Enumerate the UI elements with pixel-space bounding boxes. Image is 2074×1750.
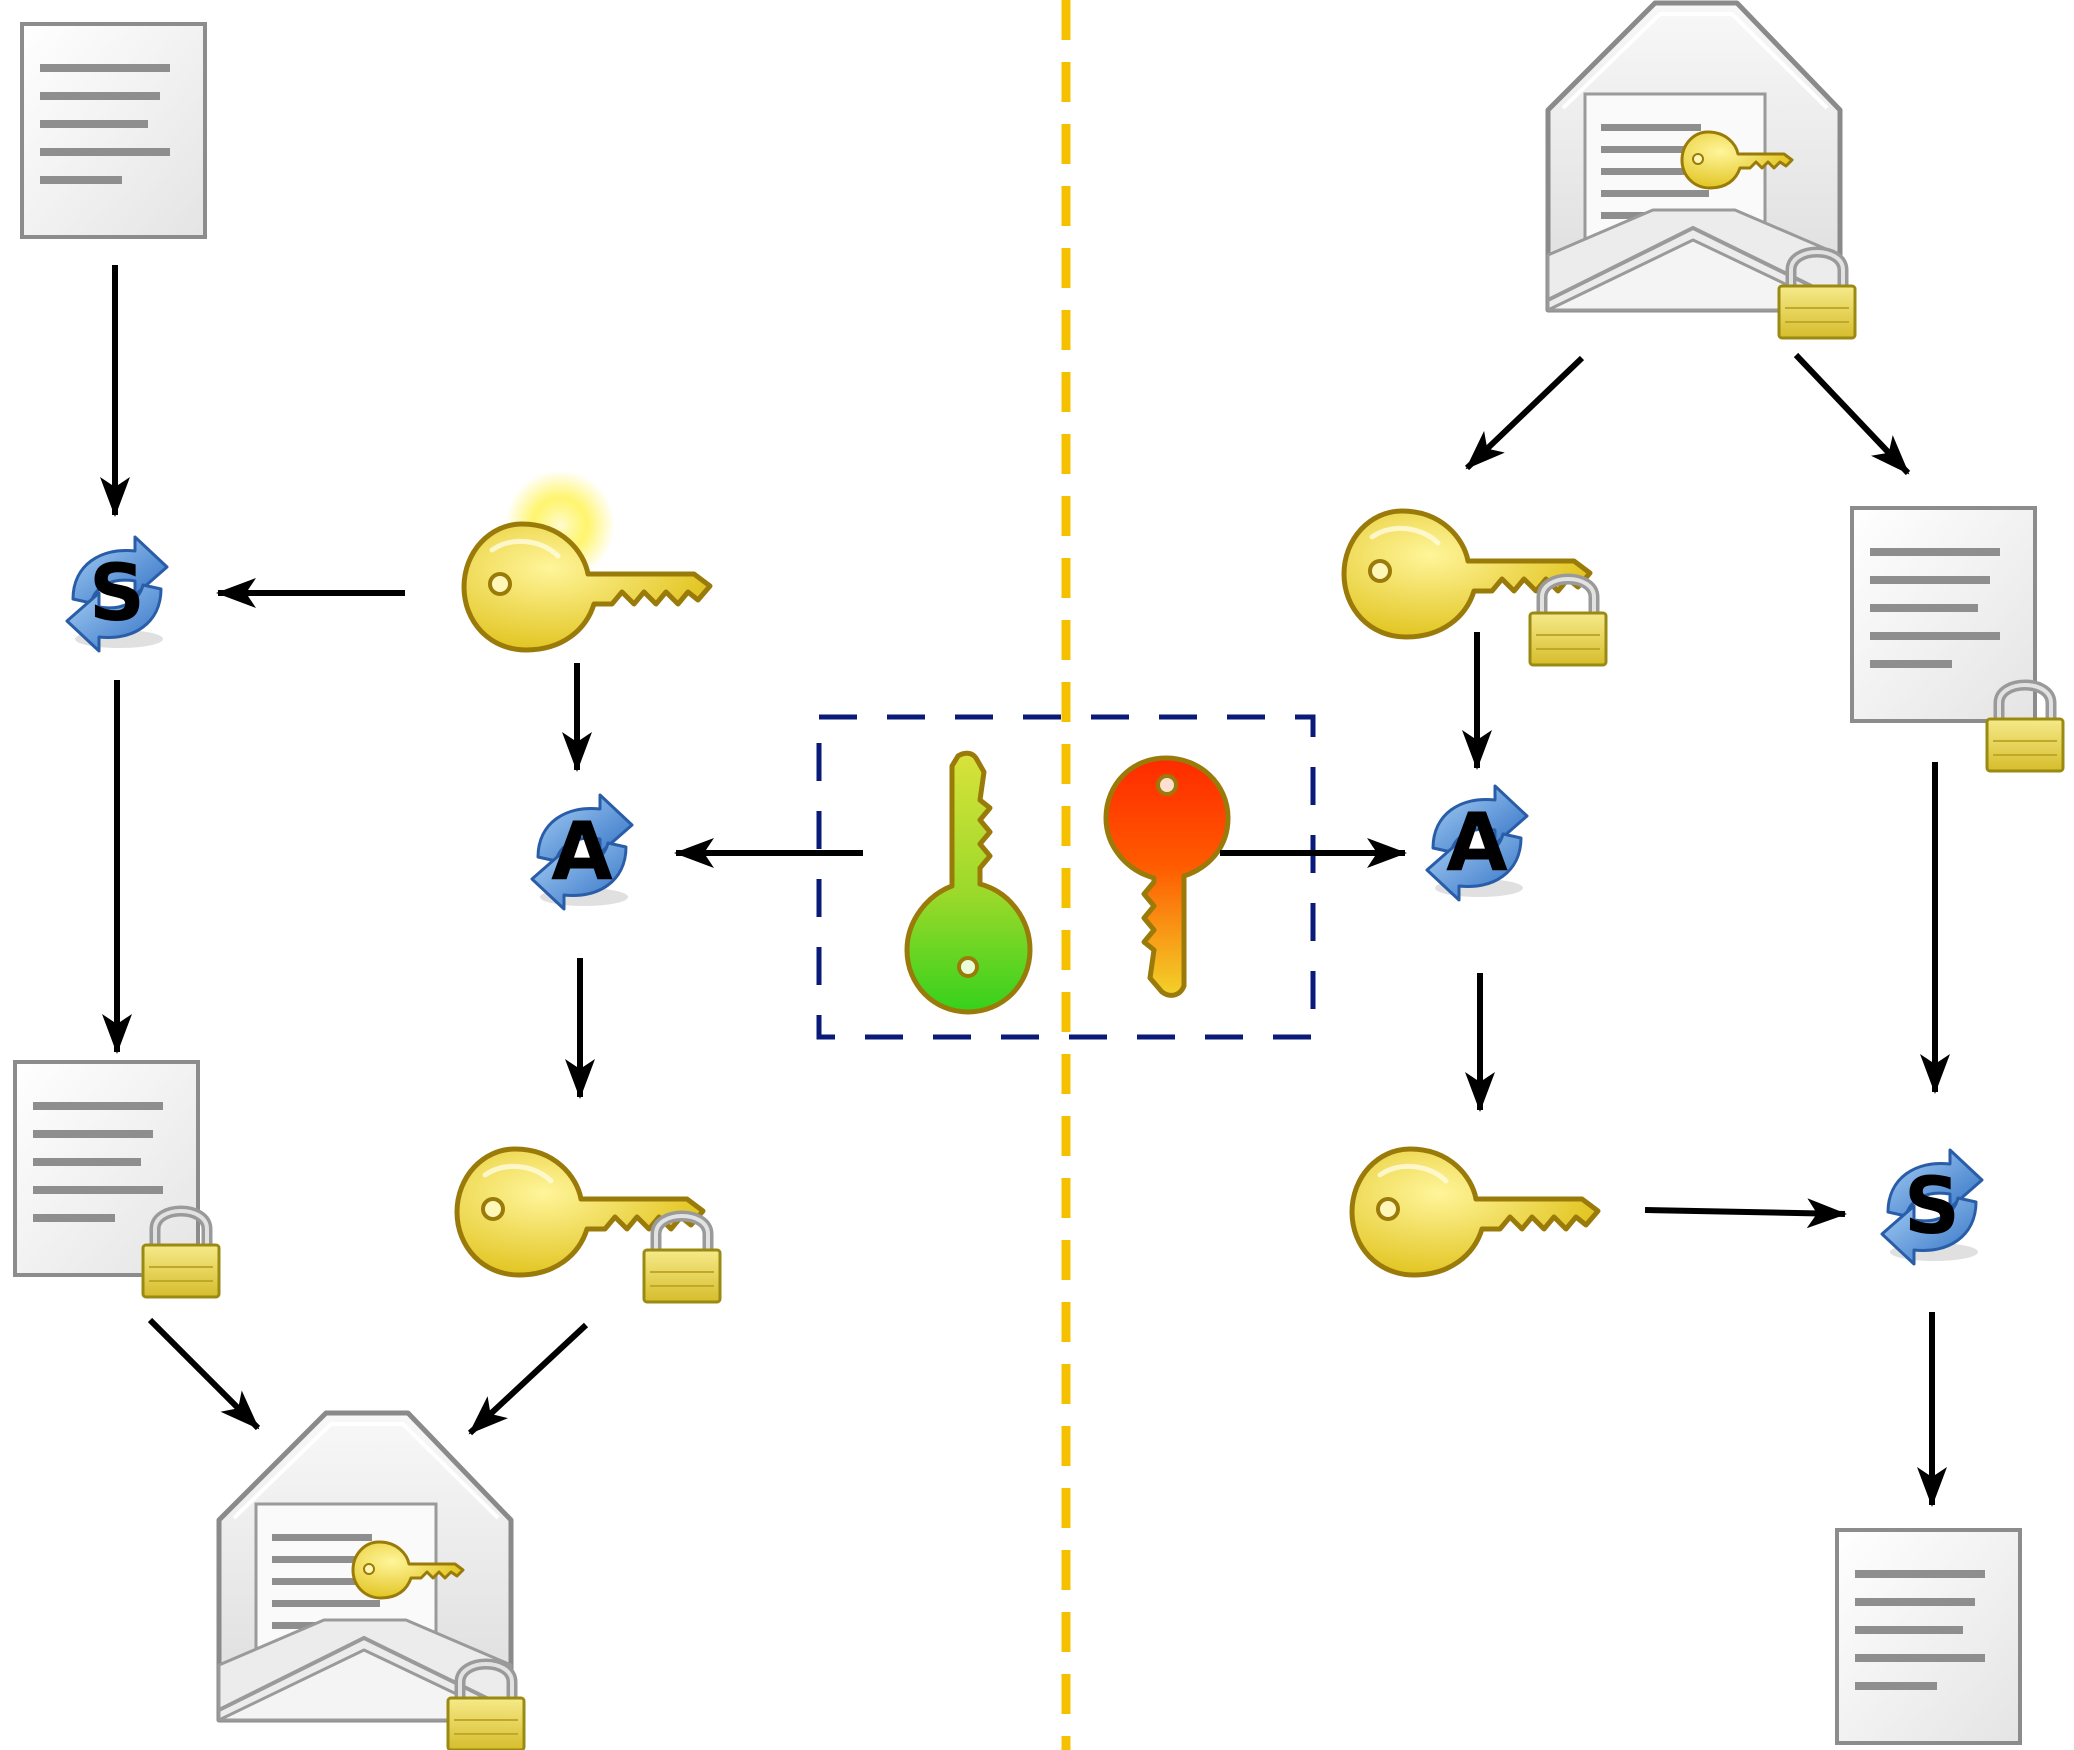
decrypted-session-key-icon [1352, 1149, 1598, 1275]
private-key-icon [1103, 755, 1231, 998]
encrypted-session-key-icon [457, 1149, 720, 1302]
arrows [100, 265, 1950, 1507]
arrow [1793, 352, 1911, 476]
encrypted-document-icon [13, 1060, 219, 1297]
asymmetric-cipher-icon: A [1425, 784, 1529, 902]
received-envelope-icon [1548, 3, 1855, 338]
asymmetric-cipher-label-sender: A [551, 805, 613, 898]
received-encrypted-document-icon [1850, 506, 2063, 771]
asymmetric-cipher-icon: A [530, 793, 634, 911]
arrow [1644, 1198, 1847, 1229]
symmetric-cipher-icon: S [65, 535, 169, 653]
symmetric-cipher-icon: S [1880, 1148, 1984, 1266]
arrow [147, 1317, 261, 1431]
public-key-icon [904, 750, 1033, 1015]
padlock-icon [644, 1216, 720, 1302]
decrypted-document-icon [1835, 1528, 2022, 1745]
plaintext-document-icon [20, 22, 207, 239]
encrypted-envelope-icon [219, 1413, 524, 1750]
symmetric-cipher-label: S [89, 549, 145, 639]
padlock-icon [1530, 579, 1606, 665]
arrow [1464, 355, 1585, 471]
symmetric-cipher-label-recipient: S [1904, 1162, 1960, 1252]
arrow [467, 1322, 589, 1436]
asymmetric-cipher-label-recipient: A [1446, 796, 1508, 889]
session-key-icon [464, 470, 710, 650]
